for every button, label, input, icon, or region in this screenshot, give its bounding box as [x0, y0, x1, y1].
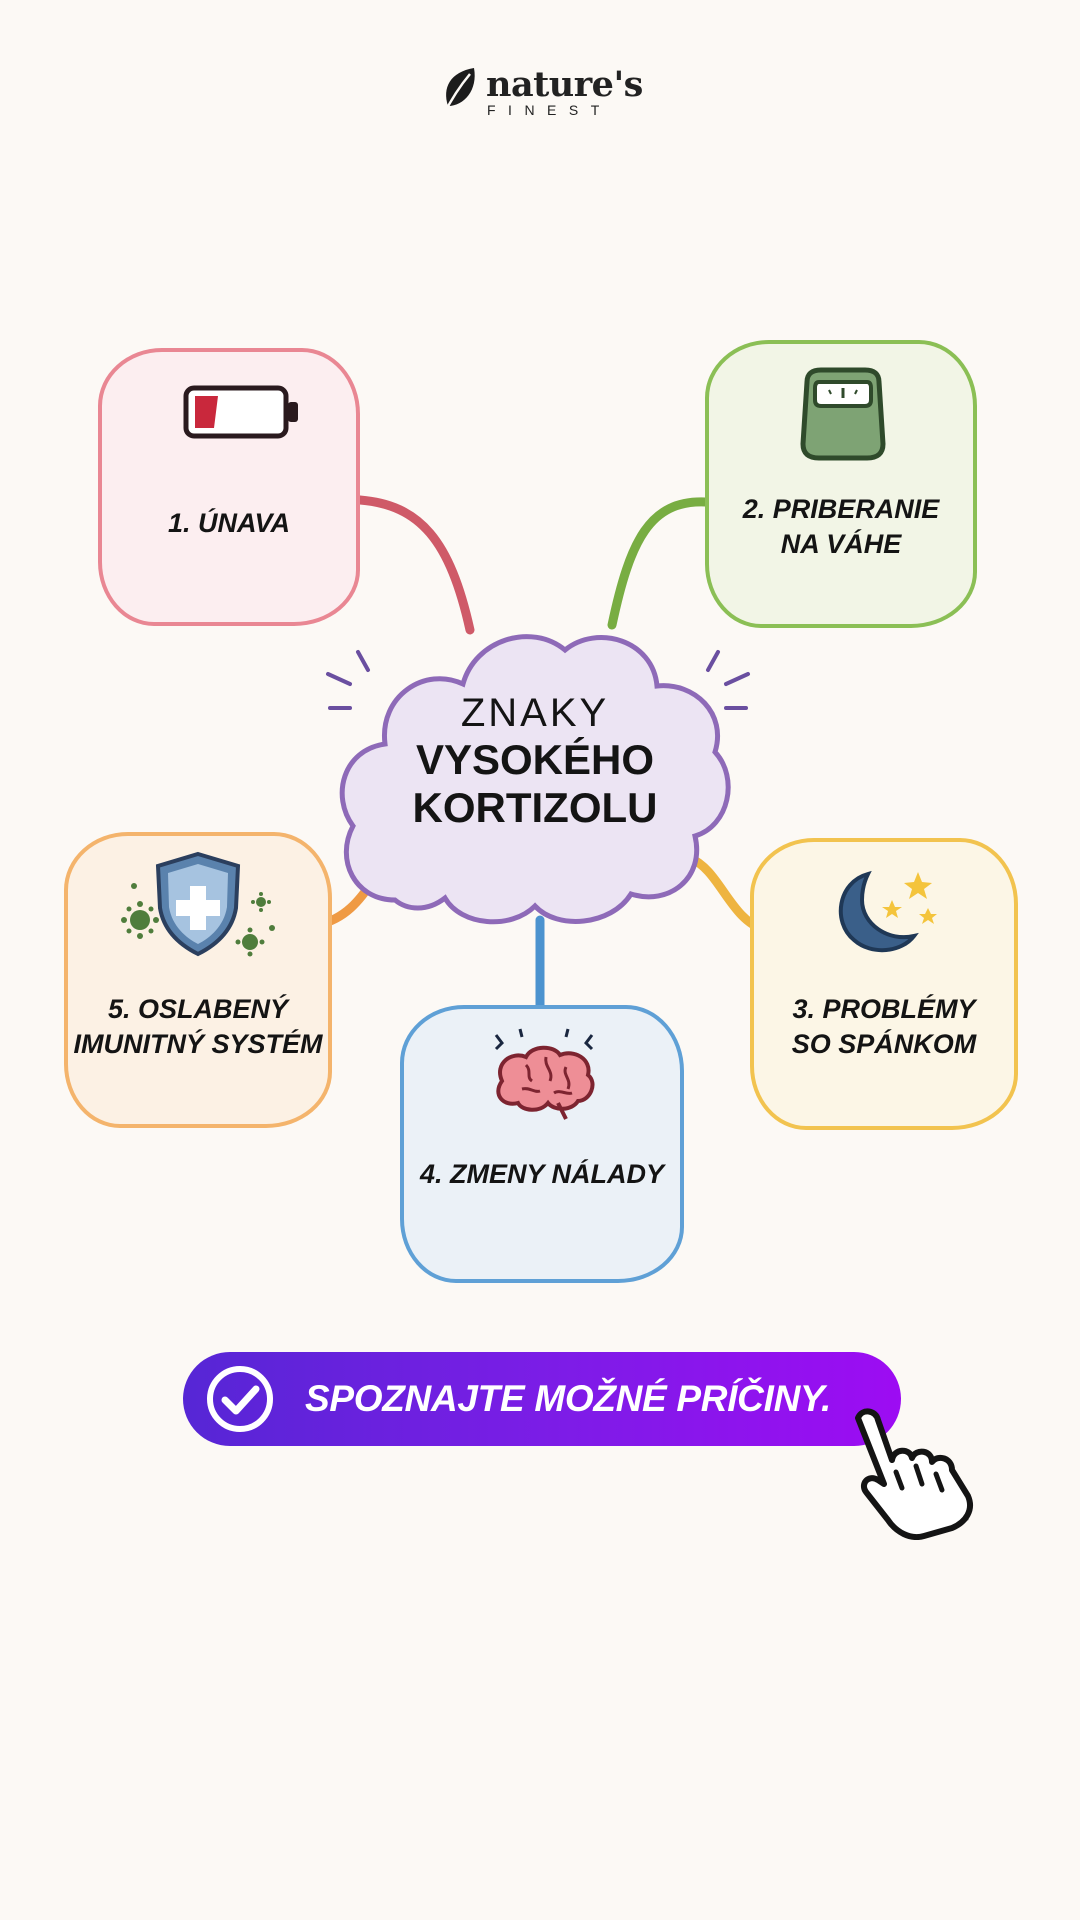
- center-title-line1: ZNAKY: [460, 691, 610, 735]
- burst-lines-left: [326, 650, 370, 710]
- center-title: ZNAKY VYSOKÉHO KORTIZOLU: [355, 690, 715, 832]
- card-spanok: 3. PROBLÉMY SO SPÁNKOM: [750, 838, 1018, 1130]
- brand-name: nature's: [486, 64, 643, 105]
- card-label-unava: 1. ÚNAVA: [167, 508, 290, 538]
- brand-logo: nature's FINEST: [440, 62, 650, 122]
- brand-sub: FINEST: [487, 102, 612, 118]
- card-nalada: 4. ZMENY NÁLADY: [400, 1005, 684, 1283]
- brain-icon: [494, 1028, 595, 1120]
- link-unava: [355, 495, 475, 635]
- card-unava: 1. ÚNAVA: [98, 348, 360, 626]
- center-title-line2: VYSOKÉHO: [415, 736, 655, 783]
- cta-label: SPOZNAJTE MOŽNÉ PRÍČINY.: [305, 1378, 831, 1419]
- leaf-icon: [442, 68, 475, 115]
- card-label-nalada: 4. ZMENY NÁLADY: [419, 1159, 665, 1189]
- link-priberanie: [607, 497, 710, 630]
- moon-stars-icon: [838, 870, 937, 953]
- card-label-spanok: 3. PROBLÉMY SO SPÁNKOM: [791, 994, 977, 1059]
- card-priberanie: 2. PRIBERANIE NA VÁHE: [705, 340, 977, 628]
- card-imunita: 5. OSLABENÝ IMUNITNÝ SYSTÉM: [64, 832, 332, 1128]
- battery-low-icon: [183, 385, 298, 439]
- burst-lines-right: [706, 650, 750, 710]
- card-label-imunita: 5. OSLABENÝ IMUNITNÝ SYSTÉM: [73, 994, 323, 1059]
- shield-virus-icon: [121, 851, 275, 957]
- scale-icon: [800, 367, 886, 461]
- cta-button[interactable]: SPOZNAJTE MOŽNÉ PRÍČINY.: [183, 1352, 901, 1446]
- hand-pointer-icon: [855, 1408, 973, 1540]
- check-circle-icon: [207, 1366, 273, 1432]
- center-cloud: [339, 634, 731, 925]
- center-title-line3: KORTIZOLU: [412, 784, 658, 831]
- card-label-priberanie: 2. PRIBERANIE NA VÁHE: [742, 494, 940, 559]
